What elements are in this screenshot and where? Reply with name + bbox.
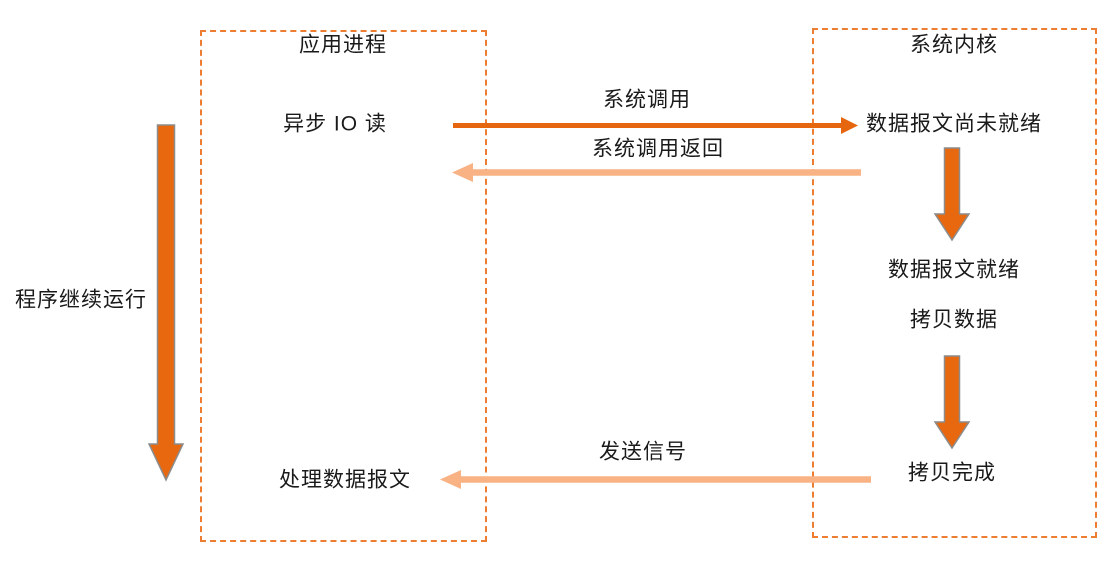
program-continues-arrow	[147, 124, 185, 482]
send-signal-arrow	[440, 470, 871, 489]
send-signal-label: 发送信号	[599, 440, 687, 464]
system-kernel-title: 系统内核	[910, 33, 998, 57]
kernel-flow-arrow-1	[933, 147, 971, 242]
data-not-ready-label: 数据报文尚未就绪	[866, 112, 1042, 136]
application-process-title: 应用进程	[299, 33, 387, 57]
system-kernel-panel	[812, 28, 1097, 538]
syscall-arrow	[453, 117, 858, 134]
data-ready-label: 数据报文就绪	[888, 258, 1020, 282]
copy-data-label: 拷贝数据	[910, 308, 998, 332]
copy-done-label: 拷贝完成	[908, 461, 996, 485]
async-io-read-label: 异步 IO 读	[283, 112, 387, 136]
syscall-return-arrow	[452, 163, 861, 182]
program-continues-label: 程序继续运行	[15, 288, 147, 312]
kernel-flow-arrow-2	[933, 355, 971, 450]
process-data-label: 处理数据报文	[279, 468, 411, 492]
syscall-label: 系统调用	[603, 88, 691, 112]
application-process-panel	[200, 30, 487, 542]
syscall-return-label: 系统调用返回	[592, 137, 724, 161]
